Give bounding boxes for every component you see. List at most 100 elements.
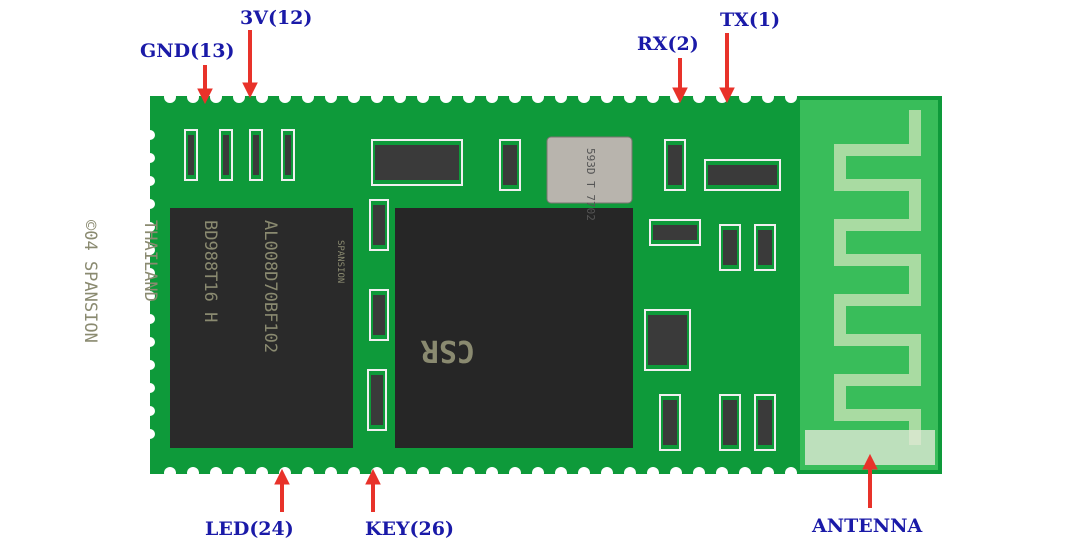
arrow-head	[672, 87, 688, 104]
arrow-head	[274, 468, 290, 485]
flash-chip-text: AL008D70BF102 BD988T16 H THAILAND ©04 SP…	[60, 220, 320, 353]
component-outline	[719, 224, 741, 271]
smd-component	[371, 375, 383, 425]
castellated-pad	[164, 91, 176, 103]
castellated-pad	[716, 467, 728, 479]
castellated-pad	[348, 467, 360, 479]
smd-component	[723, 400, 737, 445]
castellated-pad	[210, 467, 222, 479]
component-outline	[719, 394, 741, 451]
castellated-pad	[145, 337, 155, 347]
smd-component	[253, 135, 259, 175]
castellated-pad	[624, 91, 636, 103]
castellated-pad	[210, 91, 222, 103]
smd-component	[653, 225, 697, 240]
castellated-pad	[145, 268, 155, 278]
castellated-pad	[463, 467, 475, 479]
smd-component	[503, 145, 517, 185]
castellated-pad	[145, 429, 155, 439]
label-3v: 3V(12)	[240, 7, 313, 29]
castellated-pad	[145, 245, 155, 255]
castellated-pad	[670, 467, 682, 479]
smd-component	[758, 400, 772, 445]
component-outline	[644, 309, 691, 371]
smd-component	[648, 315, 687, 365]
castellated-pad	[394, 467, 406, 479]
castellated-pad	[486, 91, 498, 103]
castellated-pad	[785, 91, 797, 103]
castellated-pad	[371, 91, 383, 103]
castellated-pad	[417, 467, 429, 479]
castellated-pad	[647, 91, 659, 103]
component-outline	[219, 129, 233, 181]
castellated-pad	[145, 130, 155, 140]
component-outline	[754, 394, 776, 451]
castellated-pad	[145, 314, 155, 324]
castellated-pad	[463, 91, 475, 103]
component-outline	[659, 394, 681, 451]
component-outline	[499, 139, 521, 191]
castellated-pad	[145, 199, 155, 209]
castellated-pad	[145, 383, 155, 393]
castellated-pad	[145, 360, 155, 370]
component-outline	[664, 139, 686, 191]
castellated-pad	[578, 467, 590, 479]
label-led: LED(24)	[205, 518, 294, 540]
arrow-head	[862, 453, 878, 470]
castellated-pad	[279, 91, 291, 103]
castellated-pad	[256, 91, 268, 103]
component-outline	[649, 219, 701, 246]
castellated-pad	[233, 91, 245, 103]
castellated-pad	[145, 222, 155, 232]
castellated-pad	[145, 406, 155, 416]
label-antenna: ANTENNA	[812, 515, 923, 537]
castellated-pad	[187, 91, 199, 103]
arrow-head	[365, 468, 381, 485]
flash-line: ©04 SPANSION	[80, 220, 100, 343]
castellated-pad	[233, 467, 245, 479]
castellated-pad	[417, 91, 429, 103]
castellated-pad	[325, 91, 337, 103]
castellated-pad	[145, 176, 155, 186]
smd-component	[758, 230, 772, 265]
smd-component	[373, 295, 385, 335]
csr-logo: CSR	[420, 333, 475, 368]
component-outline	[369, 289, 389, 341]
arrow-head	[719, 87, 735, 104]
smd-component	[375, 145, 459, 180]
castellated-pad	[762, 91, 774, 103]
castellated-pad	[739, 91, 751, 103]
smd-component	[188, 135, 194, 175]
castellated-pad	[256, 467, 268, 479]
castellated-pad	[647, 467, 659, 479]
smd-component	[663, 400, 677, 445]
component-outline	[367, 369, 387, 431]
component-outline	[369, 199, 389, 251]
component-outline	[371, 139, 463, 186]
smd-component	[723, 230, 737, 265]
castellated-pad	[145, 153, 155, 163]
arrow-head	[197, 88, 213, 105]
castellated-pad	[302, 91, 314, 103]
crystal-text: 593D T 7702	[584, 148, 597, 221]
component-outline	[249, 129, 263, 181]
flash-line: BD988T16 H	[200, 220, 220, 323]
label-tx: TX(1)	[720, 9, 781, 31]
smd-component	[285, 135, 291, 175]
component-outline	[704, 159, 781, 191]
castellated-pad	[693, 467, 705, 479]
castellated-pad	[693, 91, 705, 103]
castellated-pad	[164, 467, 176, 479]
castellated-pad	[601, 467, 613, 479]
component-outline	[184, 129, 198, 181]
smd-component	[373, 205, 385, 245]
castellated-pad	[532, 467, 544, 479]
crystal	[546, 136, 633, 204]
castellated-pad	[601, 91, 613, 103]
smd-component	[708, 165, 777, 185]
castellated-pad	[785, 467, 797, 479]
flash-line: THAILAND	[140, 220, 160, 302]
castellated-pad	[394, 91, 406, 103]
component-outline	[754, 224, 776, 271]
